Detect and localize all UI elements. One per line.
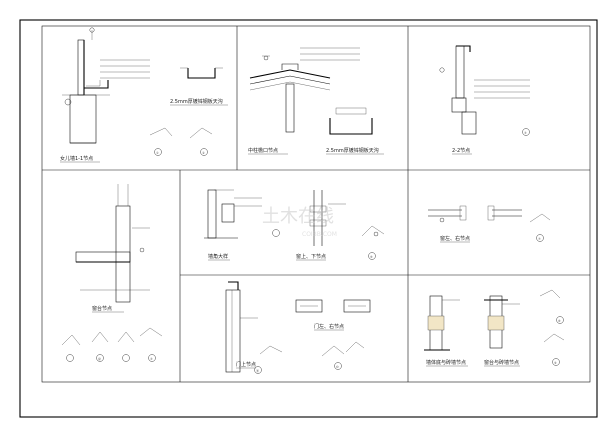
mark-3: ③ [524, 131, 527, 135]
gable-detail: 墙角大样 [204, 189, 280, 261]
caption-parapet-2: 2-2节点 [452, 148, 470, 154]
foundation-detail: 墙体底与砖墙节点 [424, 295, 468, 367]
caption-window-side: 窗台节点 [92, 305, 112, 312]
drawing-frame [41, 25, 591, 383]
caption-gutter-a: 2.5mm厚镀锌钢板天沟 [170, 98, 223, 105]
watermark-sub: COIBB.COM [302, 231, 337, 238]
wall-base-detail: 窗台与砖墙节点 ⑧ ⑨ [484, 289, 565, 367]
mark-10: ⑩ [336, 365, 339, 369]
mark-11: ⑪ [256, 368, 259, 373]
caption-door-top: 门上节点 [236, 361, 256, 368]
window-top-detail: 窗上、下节点 ⑥ [296, 190, 385, 261]
parapet-2-detail: 2-2节点 ③ [439, 45, 530, 155]
mark-2: ② [202, 151, 205, 155]
eave-detail: 女儿墙1-1节点 [60, 27, 150, 163]
window-side-detail: 窗台节点 ⑫ ④ [61, 184, 163, 362]
mark-9: ⑨ [554, 361, 557, 365]
caption-gutter-b: 2.5mm厚镀锌钢板天沟 [326, 147, 379, 154]
door-top-detail: 门上节点 ⑪ [225, 281, 283, 374]
watermark: 土木在线 COIBB.COM [262, 206, 337, 238]
sheet-border [19, 19, 598, 418]
mark-7: ⑦ [538, 237, 541, 241]
caption-wall-base: 窗台与砖墙节点 [484, 359, 519, 366]
caption-door-lr: 门左、右节点 [314, 323, 344, 330]
gutter-section-b: 2.5mm厚镀锌钢板天沟 [326, 107, 384, 155]
mark-1: ① [156, 151, 159, 155]
caption-foundation: 墙体底与砖墙节点 [426, 359, 466, 366]
mark-12: ⑫ [98, 356, 101, 361]
mark-6: ⑥ [370, 255, 373, 259]
caption-window-top: 窗上、下节点 [296, 253, 326, 260]
window-lr-detail: 窗左、右节点 ⑦ [428, 205, 551, 243]
ridge-detail: 中柱檐口节点 [248, 47, 360, 155]
gutter-section-a: 2.5mm厚镀锌钢板天沟 ① ② [149, 67, 228, 156]
mark-8: ⑧ [558, 319, 561, 323]
watermark-text: 土木在线 [262, 206, 334, 227]
caption-ridge: 中柱檐口节点 [248, 147, 278, 154]
caption-window-lr: 窗左、右节点 [440, 235, 470, 242]
mark-4: ④ [150, 357, 153, 361]
panel-dividers [42, 26, 590, 382]
door-lr-detail: 门左、右节点 ⑩ [295, 299, 371, 370]
caption-eave: 女儿墙1-1节点 [60, 155, 93, 162]
caption-gable: 墙角大样 [208, 253, 228, 260]
